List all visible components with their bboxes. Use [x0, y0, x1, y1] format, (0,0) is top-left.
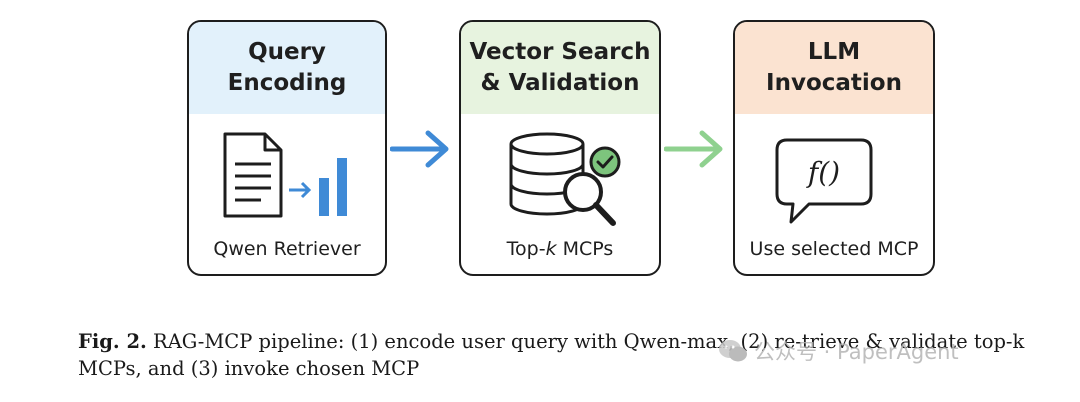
stage-title-line: Query [248, 39, 326, 65]
stage-title: Vector Search & Validation [461, 22, 659, 114]
stage-title-line: Encoding [227, 70, 347, 96]
arrow-right-icon [664, 130, 723, 168]
caption-italic-k: k [545, 238, 557, 260]
stage-caption: Use selected MCP [749, 238, 919, 260]
stage-title: Query Encoding [189, 22, 385, 114]
caption-suffix: MCPs [556, 238, 614, 260]
stage-caption: Top-k MCPs [461, 238, 659, 260]
stage-llm-invocation: LLM Invocation f() Use selected MCP [733, 20, 935, 276]
stage-query-encoding: Query Encoding Qwen Retriever [187, 20, 387, 276]
stage-title-line: LLM [807, 39, 861, 65]
function-text: f() [806, 156, 840, 189]
stage-caption: Qwen Retriever [213, 238, 361, 260]
document-to-vector-icon [223, 132, 347, 218]
watermark: 公众号 · PaperAgent [718, 336, 959, 366]
function-speech-bubble-icon: f() [775, 138, 873, 224]
figure-label: Fig. 2. [78, 330, 147, 353]
stage-title-line: & Validation [480, 70, 640, 96]
arrow-right-icon [390, 130, 449, 168]
wechat-icon [719, 340, 747, 362]
stage-title: LLM Invocation [735, 22, 933, 114]
caption-prefix: Top- [506, 238, 546, 260]
stage-title-line: Vector Search [469, 39, 651, 65]
figure-caption: Fig. 2. RAG-MCP pipeline: (1) encode use… [78, 328, 1053, 382]
figure-caption-text: RAG-MCP pipeline: (1) encode user query … [78, 330, 1025, 380]
stage-vector-search: Vector Search & Validation Top-k MCPs [459, 20, 661, 276]
stage-title-line: Invocation [766, 70, 902, 96]
watermark-text: 公众号 · PaperAgent [754, 340, 959, 364]
database-search-check-icon [509, 132, 621, 226]
